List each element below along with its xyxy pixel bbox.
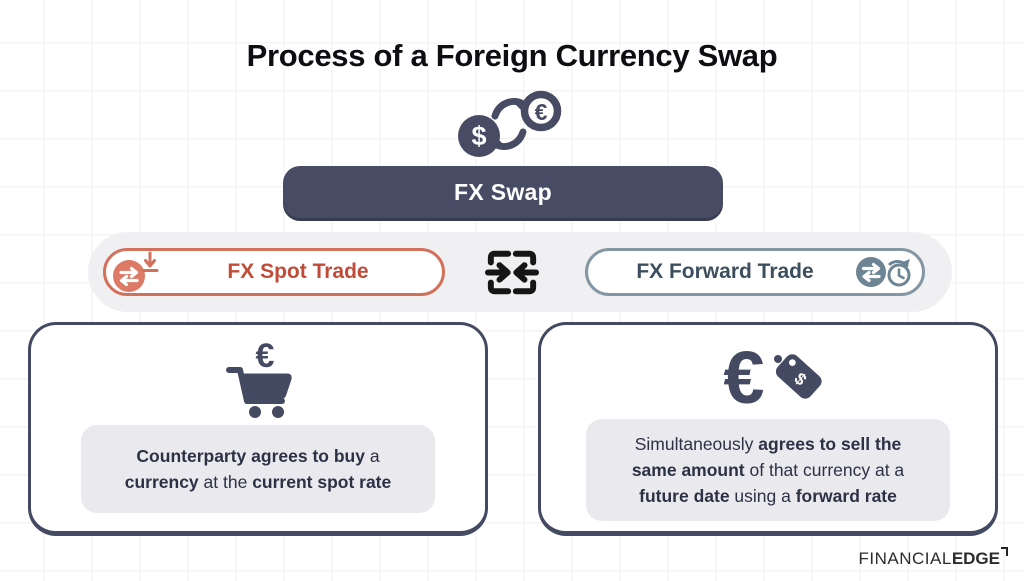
trade-row: FX Spot Trade FX Forward Trade bbox=[88, 232, 952, 312]
exchange-download-icon bbox=[110, 248, 162, 296]
dollar-euro-cycle-icon: $ € bbox=[455, 90, 565, 162]
cart-euro-glyph: € bbox=[256, 337, 275, 375]
logo-financial: FINANCIAL bbox=[858, 549, 952, 568]
fx-forward-trade-label: FX Forward Trade bbox=[636, 260, 814, 283]
fx-spot-trade-pill: FX Spot Trade bbox=[103, 248, 445, 296]
exchange-clock-icon bbox=[854, 251, 916, 293]
logo-corner-icon bbox=[1001, 547, 1008, 556]
fx-forward-trade-pill: FX Forward Trade bbox=[585, 248, 925, 296]
euro-price-tag-icon: € $ bbox=[541, 337, 995, 417]
fx-spot-trade-label: FX Spot Trade bbox=[227, 260, 369, 283]
fx-swap-bar: FX Swap bbox=[283, 166, 723, 218]
logo-edge: EDGE bbox=[951, 549, 1000, 568]
euro-shopping-cart-icon: € bbox=[31, 337, 485, 423]
merge-arrows-icon bbox=[484, 247, 540, 297]
dollar-glyph: $ bbox=[471, 121, 486, 151]
euro-glyph: € bbox=[535, 99, 548, 125]
tag-euro-glyph: € bbox=[723, 337, 764, 417]
fx-swap-label: FX Swap bbox=[454, 178, 552, 205]
page-title: Process of a Foreign Currency Swap bbox=[246, 38, 778, 73]
